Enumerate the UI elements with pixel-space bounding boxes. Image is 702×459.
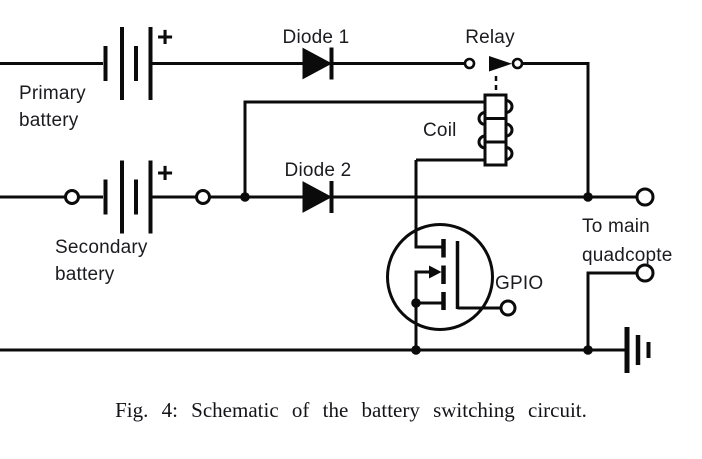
mosfet-body-arrow: [429, 265, 442, 279]
diode1-label: Diode 1: [282, 27, 350, 48]
coil-symbol: [477, 93, 514, 167]
coil-label: Coil: [423, 120, 457, 141]
output-label: To main quadcopte: [582, 212, 673, 270]
diode1-symbol: [302, 47, 334, 80]
diode2-symbol: [302, 181, 334, 213]
primary-battery-label-line1: Primary: [19, 83, 86, 104]
secondary-battery-plus: +: [157, 157, 173, 188]
output-label-line1: To main: [582, 216, 650, 237]
diode2-label: Diode 2: [284, 160, 352, 181]
gpio-terminal: [499, 299, 517, 317]
secondary-connector-right: [195, 189, 211, 205]
figure-caption: Fig. 4: Schematic of the battery switchi…: [115, 398, 587, 422]
junction-dots: [240, 192, 593, 355]
primary-battery-label-line2: battery: [19, 110, 79, 131]
secondary-battery-label-line2: battery: [55, 264, 115, 285]
secondary-battery-symbol: [103, 160, 153, 234]
relay-label: Relay: [465, 27, 515, 48]
secondary-connector-left: [64, 189, 80, 205]
gpio-label: GPIO: [495, 273, 544, 294]
ground-symbol: [624, 327, 651, 373]
junction-dot: [411, 298, 421, 308]
junction-dot: [240, 192, 250, 202]
primary-battery-plus: +: [157, 21, 173, 52]
secondary-battery-label: Secondary battery: [55, 234, 148, 288]
junction-dot: [583, 345, 593, 355]
mosfet-symbol: [386, 223, 494, 331]
secondary-battery-label-line1: Secondary: [55, 237, 148, 258]
output-label-line2: quadcopte: [582, 245, 673, 266]
primary-battery-label: Primary battery: [19, 80, 86, 134]
relay-contact-symbol: [463, 56, 524, 72]
schematic-canvas: + +: [0, 21, 655, 373]
junction-dot: [411, 345, 421, 355]
primary-battery-symbol: [103, 27, 153, 100]
output-terminal-ground: [635, 263, 655, 283]
output-terminal-positive: [635, 187, 655, 207]
wires: [0, 62, 637, 352]
junction-dot: [583, 192, 593, 202]
